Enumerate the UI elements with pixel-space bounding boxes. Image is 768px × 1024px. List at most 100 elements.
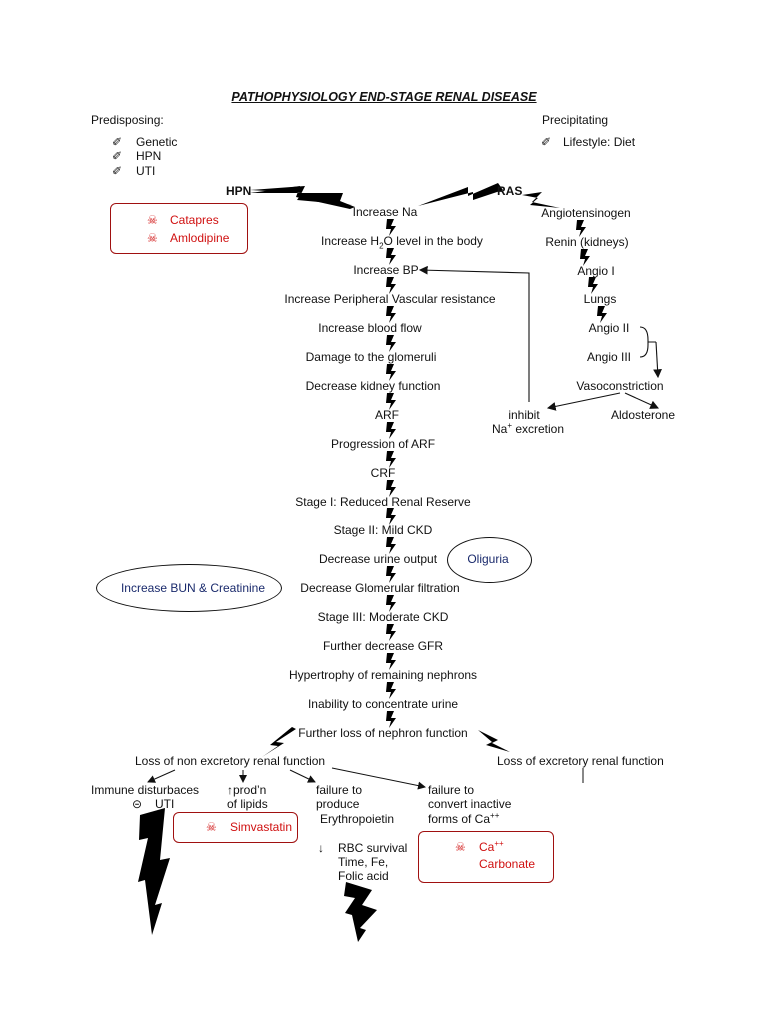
oliguria-oval	[447, 537, 532, 583]
node-lipids-1: ↑prod’n	[227, 783, 267, 797]
node-rbc-2: Time, Fe,	[338, 855, 389, 869]
node-ca-1: failure to	[428, 783, 475, 797]
arrow-to-aldosterone	[624, 392, 660, 409]
node-ca-2: convert inactive	[428, 797, 512, 811]
precipitating-item: Lifestyle: Diet	[563, 135, 636, 149]
pushpin-icon: ✐	[541, 135, 552, 149]
node-immune: Immune disturbaces	[91, 783, 200, 797]
lightning-bolt	[386, 422, 396, 439]
node-urine-output: Decrease urine output	[318, 552, 438, 566]
node-glomeruli-damage: Damage to the glomeruli	[305, 350, 437, 364]
bun-oval	[96, 564, 282, 612]
minus-circle-icon: ⊝	[132, 797, 143, 811]
bun-label: Increase BUN & Creatinine	[120, 581, 266, 595]
ras-lightning-bolt	[418, 183, 503, 206]
lightning-bolt	[386, 624, 396, 641]
angio-bracket	[639, 326, 656, 358]
hpn-label: HPN	[226, 184, 252, 198]
node-stage-3: Stage III: Moderate CKD	[317, 610, 449, 624]
lightning-bolt	[576, 220, 586, 237]
drug-box-ca-carbonate	[418, 831, 554, 883]
lightning-bolt	[588, 277, 598, 294]
node-arf: ARF	[375, 408, 399, 422]
down-arrow-icon: ↓	[318, 841, 324, 855]
node-angio-1: Angio I	[577, 264, 615, 278]
node-increase-na: Increase Na	[352, 205, 418, 219]
node-epo-1: failure to	[316, 783, 363, 797]
lightning-bolt	[386, 248, 396, 265]
node-progression-arf: Progression of ARF	[330, 437, 436, 451]
node-further-gfr: Further decrease GFR	[322, 639, 444, 653]
node-glomerular-filtration: Decrease Glomerular filtration	[300, 581, 460, 595]
node-crf: CRF	[370, 466, 396, 480]
node-na-excretion: Na+ excretion	[491, 421, 565, 437]
drug-box-catapres	[110, 203, 248, 254]
oliguria-label: Oliguria	[467, 552, 509, 566]
lightning-bolt	[580, 249, 590, 266]
lightning-bolt	[386, 537, 396, 554]
node-hypertrophy: Hypertrophy of remaining nephrons	[288, 668, 478, 682]
node-angiotensinogen: Angiotensinogen	[541, 206, 631, 220]
bracket-to-vasoconstriction-arrow	[653, 341, 662, 379]
node-ca-3: forms of Ca++	[428, 811, 500, 827]
node-stage-1: Stage I: Reduced Renal Reserve	[295, 495, 471, 509]
drug-catapres: Catapres	[170, 213, 219, 227]
pushpin-icon: ✐	[112, 135, 123, 149]
predisposing-item: HPN	[136, 149, 162, 163]
node-angio-3: Angio III	[586, 350, 632, 364]
node-vasoconstriction: Vasoconstriction	[576, 379, 664, 393]
node-kidney-function: Decrease kidney function	[305, 379, 441, 393]
node-concentrate-urine: Inability to concentrate urine	[307, 697, 459, 711]
skull-crossbones-icon: ☠	[147, 231, 158, 245]
node-lungs: Lungs	[583, 292, 617, 306]
node-excretory: Loss of excretory renal function	[497, 754, 664, 768]
skull-crossbones-icon: ☠	[206, 820, 217, 834]
hpn-lightning-bolt-body	[250, 186, 352, 205]
node-non-excretory: Loss of non excretory renal function	[135, 754, 326, 768]
lightning-bolt	[386, 711, 396, 728]
node-epo-2: produce	[316, 797, 360, 811]
arrow-to-inhibit	[546, 392, 621, 411]
lightning-bolt-arrows	[386, 219, 607, 728]
drug-amlodipine: Amlodipine	[170, 231, 230, 245]
lightning-bolt	[386, 219, 396, 236]
node-rbc-1: RBC survival	[338, 841, 408, 855]
node-blood-flow: Increase blood flow	[318, 321, 422, 335]
node-angio-2: Angio II	[588, 321, 630, 335]
arrow-to-immune	[147, 769, 176, 783]
lightning-bolt	[386, 480, 396, 497]
arrow-to-epo	[289, 769, 316, 783]
drug-box-simvastatin	[173, 812, 298, 843]
pushpin-icon: ✐	[112, 164, 123, 178]
drug-ca-line2: Carbonate	[479, 857, 536, 871]
node-renin: Renin (kidneys)	[545, 235, 629, 249]
node-inhibit: inhibit	[508, 408, 540, 422]
node-increase-bp: Increase BP	[353, 263, 419, 277]
uti-long-bolt	[138, 808, 170, 935]
skull-crossbones-icon: ☠	[147, 213, 158, 227]
lightning-bolt	[386, 306, 396, 323]
node-aldosterone: Aldosterone	[610, 408, 676, 422]
lightning-bolt	[386, 364, 396, 381]
ras-label: RAS	[497, 184, 523, 198]
page-title: PATHOPHYSIOLOGY END-STAGE RENAL DISEASE	[231, 90, 537, 104]
ras-lightning-bolt-right	[522, 192, 560, 208]
lightning-bolt	[386, 653, 396, 670]
lightning-bolt	[386, 595, 396, 612]
folic-acid-bolt	[344, 882, 377, 942]
skull-crossbones-icon: ☠	[455, 840, 466, 854]
lightning-bolt	[386, 277, 396, 294]
node-increase-h2o: Increase H2O level in the body	[321, 234, 483, 251]
node-peripheral-resistance: Increase Peripheral Vascular resistance	[284, 292, 496, 306]
node-uti: UTI	[155, 797, 175, 811]
lightning-bolt	[386, 682, 396, 699]
lightning-bolt	[386, 393, 396, 410]
drug-ca-line1: Ca++	[479, 839, 504, 855]
predisposing-item: UTI	[136, 164, 156, 178]
bolt-to-non-excretory	[262, 727, 296, 757]
feedback-arrow-to-bp	[418, 265, 530, 402]
lightning-bolt	[386, 508, 396, 525]
drug-simvastatin: Simvastatin	[230, 820, 293, 834]
lightning-bolt	[597, 306, 607, 323]
